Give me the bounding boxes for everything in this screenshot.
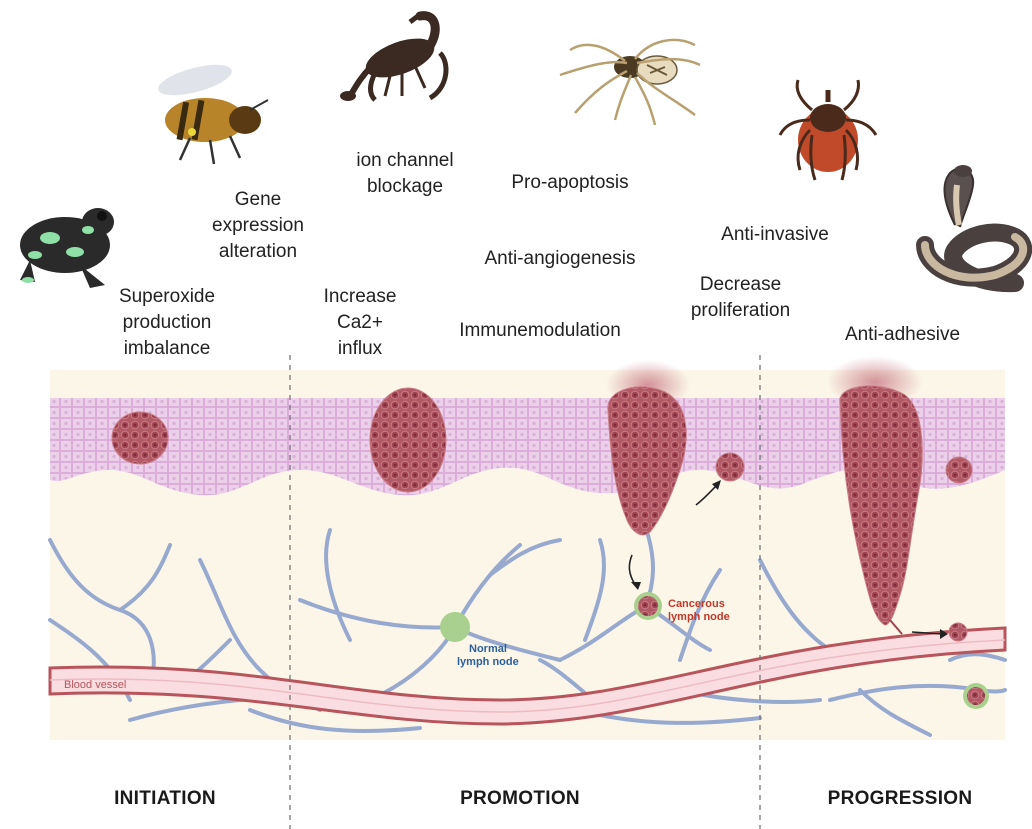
- stage-progression: PROGRESSION: [790, 788, 1010, 810]
- tumor-promotion-early: [370, 388, 446, 492]
- scorpion-icon: [340, 16, 446, 101]
- normal-lymph-node-label: Normal lymph node: [457, 643, 519, 669]
- label-ion-channel: ion channel blockage: [330, 148, 480, 200]
- label-decrease-proliferation: Decrease proliferation: [668, 272, 813, 324]
- cobra-icon: [925, 165, 1023, 283]
- spider-icon: [560, 40, 700, 125]
- label-anti-adhesive: Anti-adhesive: [820, 322, 985, 348]
- normal-lymph-node: [440, 612, 470, 642]
- frog-icon: [20, 208, 114, 288]
- stage-promotion: PROMOTION: [400, 788, 640, 810]
- label-immunomodulation: Immunemodulation: [430, 318, 650, 344]
- stage-initiation: INITIATION: [60, 788, 270, 810]
- label-gene-expression: Gene expression alteration: [188, 187, 328, 265]
- tumor-initiation: [112, 412, 168, 464]
- label-calcium-influx: Increase Ca2+ influx: [300, 284, 420, 362]
- label-anti-invasive: Anti-invasive: [695, 222, 855, 248]
- label-anti-angiogenesis: Anti-angiogenesis: [455, 246, 665, 272]
- cancerous-lymph-node: [634, 592, 662, 620]
- blood-vessel-label: Blood vessel: [64, 679, 126, 692]
- bee-icon: [155, 59, 268, 164]
- label-superoxide: Superoxide production imbalance: [97, 284, 237, 362]
- tick-icon: [780, 80, 876, 180]
- cancerous-lymph-node-label: Cancerous lymph node: [668, 598, 730, 624]
- label-pro-apoptosis: Pro-apoptosis: [490, 170, 650, 196]
